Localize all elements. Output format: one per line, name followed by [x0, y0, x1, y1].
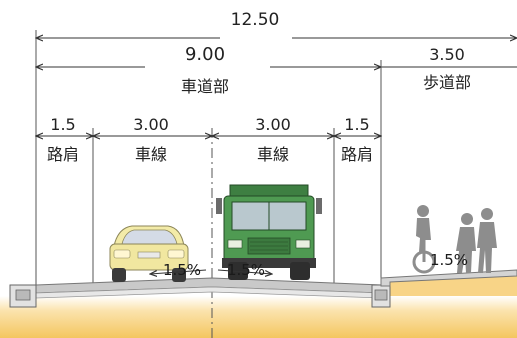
dim-line-total	[36, 32, 517, 44]
dim-lane-left: 3.00	[133, 115, 169, 134]
label-shoulder-right: 路肩	[341, 145, 373, 164]
ground-sidewalk	[383, 274, 517, 296]
slope-right: 1.5%	[227, 261, 265, 279]
slope-left-marker	[150, 269, 207, 274]
label-roadway: 車道部	[181, 77, 229, 96]
label-lane-left: 車線	[135, 145, 167, 164]
dim-lane-right: 3.00	[255, 115, 291, 134]
dim-total: 12.50	[231, 10, 280, 30]
label-shoulder-left: 路肩	[47, 145, 79, 164]
label-sidewalk: 歩道部	[423, 73, 471, 92]
dim-shoulder-right: 1.5	[344, 115, 369, 134]
cyclist-icon	[412, 205, 436, 274]
truck-icon	[216, 184, 322, 280]
guide-lines	[35, 30, 382, 286]
dim-roadway: 9.00	[185, 44, 225, 65]
slope-left: 1.5%	[163, 261, 201, 279]
sidewalk-slab	[380, 269, 517, 287]
dim-shoulder-left: 1.5	[50, 115, 75, 134]
ground	[0, 296, 517, 338]
pedestrian-icon	[456, 208, 497, 273]
slope-sidewalk: 1.5%	[430, 251, 468, 269]
label-lane-right: 車線	[257, 145, 289, 164]
slope-right-marker	[217, 269, 272, 274]
dim-sidewalk: 3.50	[429, 45, 465, 64]
